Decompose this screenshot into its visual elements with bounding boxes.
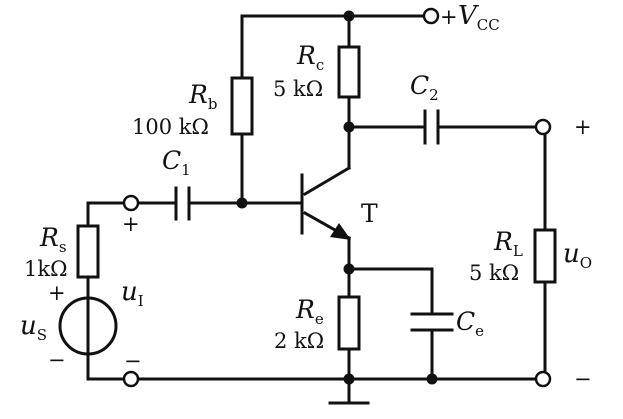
transistor-label: T	[361, 199, 378, 228]
rl-value: 5 kΩ	[469, 261, 519, 285]
rs-label: Rs	[39, 223, 67, 256]
input-label: uI	[121, 277, 144, 310]
junction-dot	[343, 263, 355, 275]
input-terminal-top	[122, 194, 140, 212]
rc-resistor	[337, 45, 361, 99]
transistor-collector-lead	[302, 165, 352, 197]
ce-top-wire	[347, 267, 434, 316]
vcc-plus-sign: +	[440, 5, 458, 29]
c1-capacitor	[174, 186, 191, 221]
junction-dot	[236, 197, 248, 209]
transistor-emitter-arrow	[330, 223, 351, 240]
output-minus-sign: −	[574, 367, 592, 391]
re-label: Re	[295, 295, 324, 328]
input-plus-sign: +	[122, 212, 140, 236]
terminals	[122, 7, 552, 388]
output-terminal-top	[534, 118, 552, 136]
transistor-npn	[300, 165, 352, 241]
junction-dot	[343, 10, 355, 22]
rc-label: Rc	[296, 41, 324, 74]
junction-dot	[343, 373, 355, 385]
rl-resistor	[533, 228, 557, 284]
rb-value: 100 kΩ	[132, 115, 209, 139]
rb-label: Rb	[188, 80, 217, 113]
wires	[86, 14, 547, 405]
rs-resistor	[76, 224, 100, 279]
rb-resistor	[230, 76, 254, 136]
vcc-label: VCC	[458, 1, 500, 34]
junction-dot	[426, 373, 438, 385]
re-resistor	[337, 295, 361, 351]
ce-capacitor	[410, 312, 454, 332]
input-terminal-bottom	[122, 370, 140, 388]
vcc-terminal	[422, 7, 440, 25]
output-terminal-bottom	[534, 370, 552, 388]
source-label: uS	[20, 311, 47, 344]
ce-label: Ce	[456, 307, 484, 340]
rl-label: RL	[493, 227, 523, 260]
source-minus-sign: −	[48, 348, 66, 372]
junction-dots	[236, 10, 438, 385]
rs-value: 1kΩ	[24, 257, 68, 281]
re-value: 2 kΩ	[274, 329, 324, 353]
output-label: uO	[563, 239, 592, 272]
source-ground-wire	[86, 353, 126, 381]
c1-label: C1	[162, 146, 191, 179]
c2-label: C2	[410, 71, 439, 104]
source-plus-sign: +	[48, 281, 66, 305]
input-minus-sign: −	[124, 349, 142, 373]
rc-value: 5 kΩ	[273, 77, 323, 101]
c2-capacitor	[423, 109, 440, 145]
output-plus-sign: +	[574, 115, 592, 139]
junction-dot	[343, 121, 355, 133]
